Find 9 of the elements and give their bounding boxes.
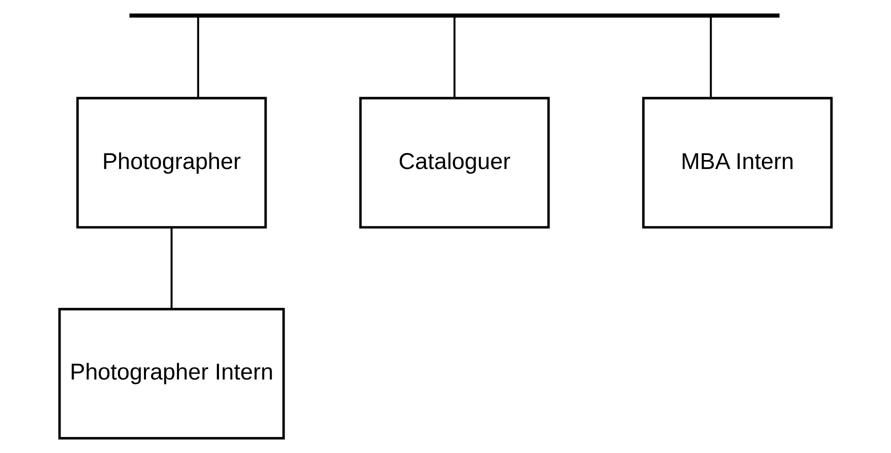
connector	[170, 228, 173, 309]
node-box: MBA Intern	[642, 96, 833, 229]
connector	[454, 16, 456, 98]
node-bar	[129, 13, 780, 18]
node-box: Photographer	[76, 96, 267, 229]
node-box: Cataloguer	[359, 96, 550, 229]
connector	[710, 16, 712, 98]
connector	[197, 16, 200, 98]
node-box: Photographer Intern	[58, 308, 285, 440]
